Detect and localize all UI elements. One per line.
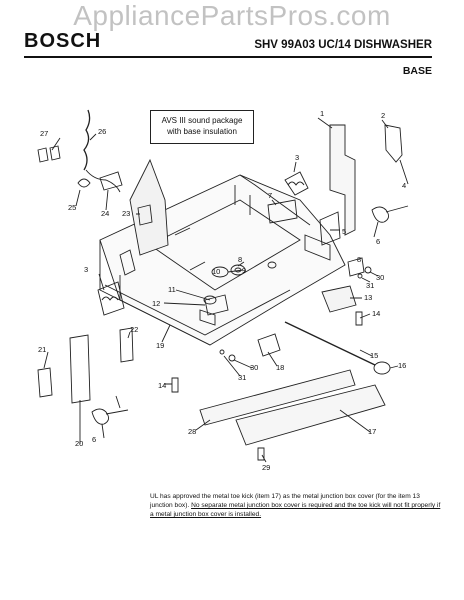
callout-14a: 14	[372, 309, 380, 318]
part-25-clamp	[77, 178, 91, 188]
watermark-text: AppliancePartsPros.com	[73, 0, 391, 31]
ul-note: UL has approved the metal toe kick (item…	[150, 492, 442, 519]
header-divider	[24, 56, 432, 58]
callout-10: 10	[212, 267, 220, 276]
callout-22: 22	[130, 325, 138, 334]
callout-7: 7	[268, 191, 272, 200]
callout-14b: 14	[158, 381, 166, 390]
part-26-hose	[83, 109, 91, 171]
part-27-clips	[37, 145, 61, 163]
callout-28: 28	[188, 427, 196, 436]
callout-1: 1	[320, 109, 324, 118]
part-18-valve	[257, 333, 281, 357]
part-5-bracket	[319, 211, 341, 246]
callout-21: 21	[38, 345, 46, 354]
part-30-fastener-b	[228, 354, 236, 362]
callout-27: 27	[40, 129, 48, 138]
part-16-end-cap	[373, 361, 391, 375]
callout-2: 2	[381, 111, 385, 120]
part-3-spring	[284, 171, 309, 196]
part-29-screw	[257, 447, 265, 461]
callout-6a: 6	[376, 237, 380, 246]
callout-19: 19	[156, 341, 164, 350]
callout-23: 23	[122, 209, 130, 218]
callout-20: 20	[75, 439, 83, 448]
avs-callout-box: AVS III sound package with base insulati…	[150, 110, 254, 144]
callout-6b: 6	[92, 435, 96, 444]
brand-logo: BOSCH	[24, 30, 102, 52]
part-12-component	[204, 294, 229, 316]
callout-3a: 3	[295, 153, 299, 162]
part-14-screw-left	[171, 377, 179, 393]
callout-11: 11	[168, 285, 176, 294]
callout-12: 12	[152, 299, 160, 308]
part-22-bracket	[119, 327, 134, 363]
ul-note-part-2: No separate metal junction box cover is …	[150, 502, 441, 518]
callout-8b: 8	[357, 255, 361, 264]
callout-5: 5	[342, 227, 346, 236]
callout-29: 29	[262, 463, 270, 472]
part-28-panel	[199, 369, 356, 426]
callout-25: 25	[68, 203, 76, 212]
insulation-wall	[129, 158, 169, 256]
part-20-bracket	[69, 334, 91, 404]
callout-16: 16	[398, 361, 406, 370]
part-1-bracket	[329, 124, 356, 236]
callout-8: 8	[238, 255, 242, 264]
callout-31a: 31	[366, 281, 374, 290]
model-title: SHV 99A03 UC/14 DISHWASHER	[254, 39, 432, 51]
callout-3b: 3	[84, 265, 88, 274]
avs-line-2: with base insulation	[167, 127, 237, 136]
callout-31b: 31	[238, 373, 246, 382]
part-14-screw-right	[355, 311, 363, 326]
callout-13: 13	[364, 293, 372, 302]
section-title: BASE	[402, 65, 432, 77]
part-31-fastener-b	[219, 349, 225, 355]
part-17-toe-kick	[235, 384, 386, 446]
part-15-rod	[284, 321, 376, 366]
part-8-clip	[347, 257, 365, 277]
part-13-junction-box	[321, 285, 357, 313]
part-6-sensor-left	[91, 408, 109, 425]
part-7-connector	[267, 199, 298, 224]
callout-9: 9	[242, 266, 246, 275]
part-24-coupling	[99, 171, 123, 191]
part-21-bracket	[37, 367, 53, 398]
part-30-fastener	[364, 266, 372, 274]
callout-numbers: 1 2 3 3 4 5 6 6 7 8 8 9 10 11 12 13 14 1…	[38, 109, 406, 472]
callout-30a: 30	[376, 273, 384, 282]
part-31-fastener	[357, 273, 363, 279]
callout-26: 26	[98, 127, 106, 136]
callout-15: 15	[370, 351, 378, 360]
part-6-sensor-right	[371, 206, 389, 223]
avs-line-1: AVS III sound package	[161, 116, 243, 125]
part-2-bracket	[384, 124, 403, 163]
callout-17: 17	[368, 427, 376, 436]
part-23-clip	[137, 204, 153, 226]
ul-note-part-1: UL has approved the metal toe kick (item…	[150, 493, 420, 509]
callout-4: 4	[402, 181, 406, 190]
callout-24: 24	[101, 209, 109, 218]
part-3-left-spring	[97, 281, 125, 316]
callout-30b: 30	[250, 363, 258, 372]
callout-18: 18	[276, 363, 284, 372]
